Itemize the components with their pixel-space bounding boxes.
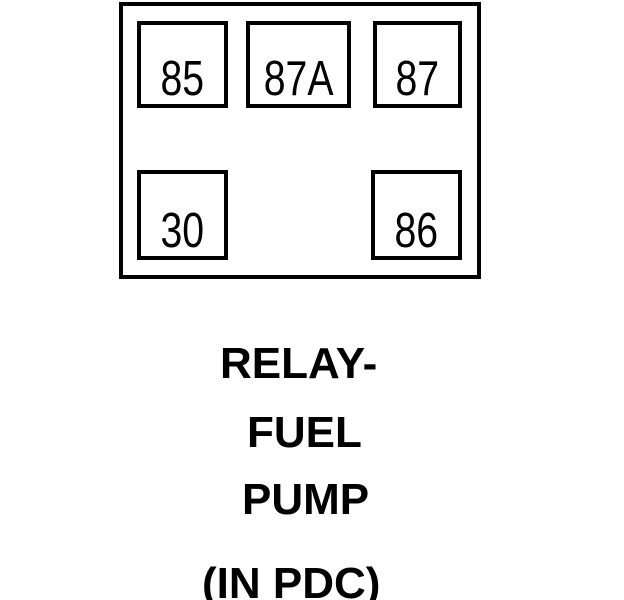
pin-87a-label: 87A — [263, 52, 334, 106]
pin-30-label: 30 — [160, 204, 205, 258]
caption-line-in-pdc: (IN PDC) — [202, 559, 381, 600]
pin-86-label: 86 — [394, 204, 439, 258]
caption-line-relay: RELAY- — [220, 339, 378, 388]
pin-terminal-87a: 87A — [246, 21, 351, 108]
pin-87-label: 87 — [395, 52, 440, 106]
pin-terminal-86: 86 — [371, 170, 462, 260]
pin-85-label: 85 — [160, 52, 205, 106]
pin-terminal-30: 30 — [137, 170, 228, 260]
pin-terminal-87: 87 — [373, 21, 462, 108]
pin-terminal-85: 85 — [137, 21, 228, 108]
caption-line-fuel: FUEL — [247, 408, 362, 457]
caption-line-pump: PUMP — [242, 475, 370, 524]
